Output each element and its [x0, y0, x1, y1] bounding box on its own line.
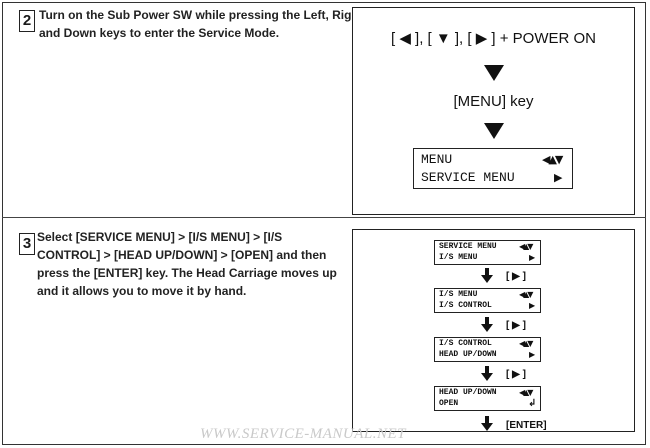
- lcd-line2: SERVICE MENU: [421, 170, 515, 185]
- right-key-label: [ ▶ ]: [506, 369, 526, 380]
- enter-key-label: [ENTER]: [506, 420, 547, 431]
- enter-icon: ↲: [528, 398, 537, 409]
- key-combo-label: [ ◀ ], [ ▼ ], [ ▶ ] + POWER ON: [390, 30, 597, 47]
- right-arrow-icon: ▶: [529, 253, 536, 262]
- watermark: WWW.SERVICE-MANUAL.NET: [200, 426, 406, 442]
- down-arrow-icon: [484, 65, 504, 81]
- step3-instruction: Select [SERVICE MENU] > [I/S MENU] > [I/…: [37, 228, 347, 300]
- step3-diagram-panel: SERVICE MENU I/S MENU ◀▲▼ ▶ [ ▶ ] I/S ME…: [352, 229, 635, 432]
- down-arrow-icon: [484, 123, 504, 139]
- page-frame: [2, 2, 646, 445]
- step3-text-line: press the [ENTER] key. The Head Carriage…: [37, 266, 337, 280]
- lcd-line2: I/S CONTROL: [439, 301, 492, 310]
- lcd-screen-service-menu: SERVICE MENU I/S MENU ◀▲▼ ▶: [434, 240, 541, 265]
- right-arrow-icon: ▶: [529, 301, 536, 310]
- lcd-line1: I/S CONTROL: [439, 339, 492, 348]
- lcd-line1: SERVICE MENU: [439, 242, 497, 251]
- left-up-down-icon: ◀▲▼: [519, 290, 534, 299]
- step2-diagram-panel: [ ◀ ], [ ▼ ], [ ▶ ] + POWER ON [MENU] ke…: [352, 7, 635, 215]
- lcd-screen-head-up-down: HEAD UP/DOWN OPEN ◀▲▼ ↲: [434, 386, 541, 411]
- right-key-label: [ ▶ ]: [506, 320, 526, 331]
- lcd-menu-display: MENU SERVICE MENU ◀▲▼ ▶: [413, 148, 573, 189]
- left-up-down-icon: ◀▲▼: [519, 339, 534, 348]
- left-up-down-icon: ◀▲▼: [542, 153, 563, 166]
- lcd-line2: I/S MENU: [439, 253, 478, 262]
- left-up-down-icon: ◀▲▼: [519, 242, 534, 251]
- step3-text-line: and it allows you to move it by hand.: [37, 284, 247, 298]
- lcd-screen-is-menu: I/S MENU I/S CONTROL ◀▲▼ ▶: [434, 288, 541, 313]
- step-number-2: 2: [19, 10, 35, 32]
- step3-text-line: CONTROL] > [HEAD UP/DOWN] > [OPEN] and t…: [37, 248, 327, 262]
- lcd-line1: I/S MENU: [439, 290, 478, 299]
- lcd-line1: HEAD UP/DOWN: [439, 388, 497, 397]
- lcd-line2: HEAD UP/DOWN: [439, 350, 497, 359]
- lcd-line2: OPEN: [439, 399, 459, 408]
- step-number-3: 3: [19, 233, 35, 255]
- left-up-down-icon: ◀▲▼: [519, 388, 534, 397]
- step2-instruction: Turn on the Sub Power SW while pressing …: [39, 6, 363, 42]
- step2-text-line1: Turn on the Sub Power SW while pressing …: [39, 8, 363, 22]
- lcd-screen-is-control: I/S CONTROL HEAD UP/DOWN ◀▲▼ ▶: [434, 337, 541, 362]
- right-arrow-icon: ▶: [554, 171, 563, 184]
- right-arrow-icon: ▶: [529, 350, 536, 359]
- section-divider: [2, 217, 646, 218]
- step2-text-line2: and Down keys to enter the Service Mode.: [39, 26, 280, 40]
- menu-key-label: [MENU] key: [453, 93, 534, 110]
- lcd-line1: MENU: [421, 152, 453, 167]
- right-key-label: [ ▶ ]: [506, 271, 526, 282]
- step3-text-line: Select [SERVICE MENU] > [I/S MENU] > [I/…: [37, 230, 283, 244]
